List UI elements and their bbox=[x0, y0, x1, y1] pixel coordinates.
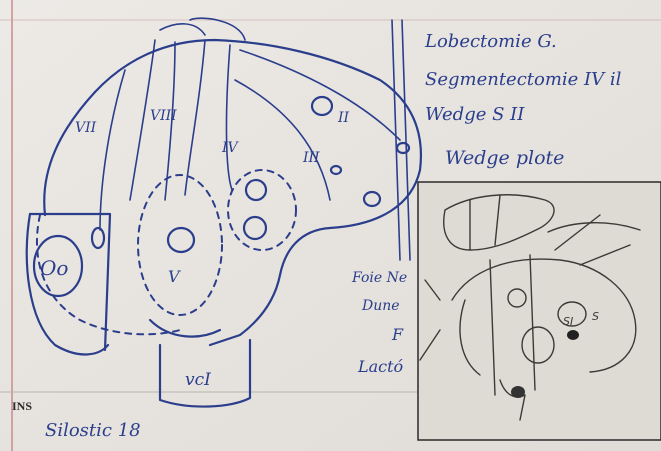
margin-note-2: Dune bbox=[361, 298, 400, 314]
note-line-2: Segmentectomie IV il bbox=[425, 69, 622, 90]
segment-label-iv: IV bbox=[221, 140, 240, 156]
segment-label-ii: II bbox=[337, 110, 350, 126]
margin-note-1: Foie Ne bbox=[351, 270, 407, 286]
segment-label-viii: VIII bbox=[150, 108, 177, 124]
vci-label: vcI bbox=[185, 370, 211, 390]
segment-label-v: V bbox=[168, 267, 181, 286]
tumor-label: Oo bbox=[40, 256, 68, 280]
segment-label-iii: III bbox=[302, 150, 320, 166]
segment-label-vii: VII bbox=[75, 120, 97, 136]
footer-label: INS bbox=[12, 399, 32, 413]
note-line-1: Lobectomie G. bbox=[424, 31, 557, 52]
note-line-4: Wedge plote bbox=[445, 147, 564, 169]
inset-segment-label-2: S bbox=[592, 310, 599, 323]
note-line-3: Wedge S II bbox=[425, 104, 525, 125]
footer-signature: Silostic 18 bbox=[45, 420, 141, 441]
margin-note-4: Lactó bbox=[357, 357, 404, 376]
inset-photo: SI S bbox=[418, 182, 661, 440]
inset-segment-label: SI bbox=[563, 315, 573, 328]
margin-note-3: F bbox=[391, 325, 404, 344]
